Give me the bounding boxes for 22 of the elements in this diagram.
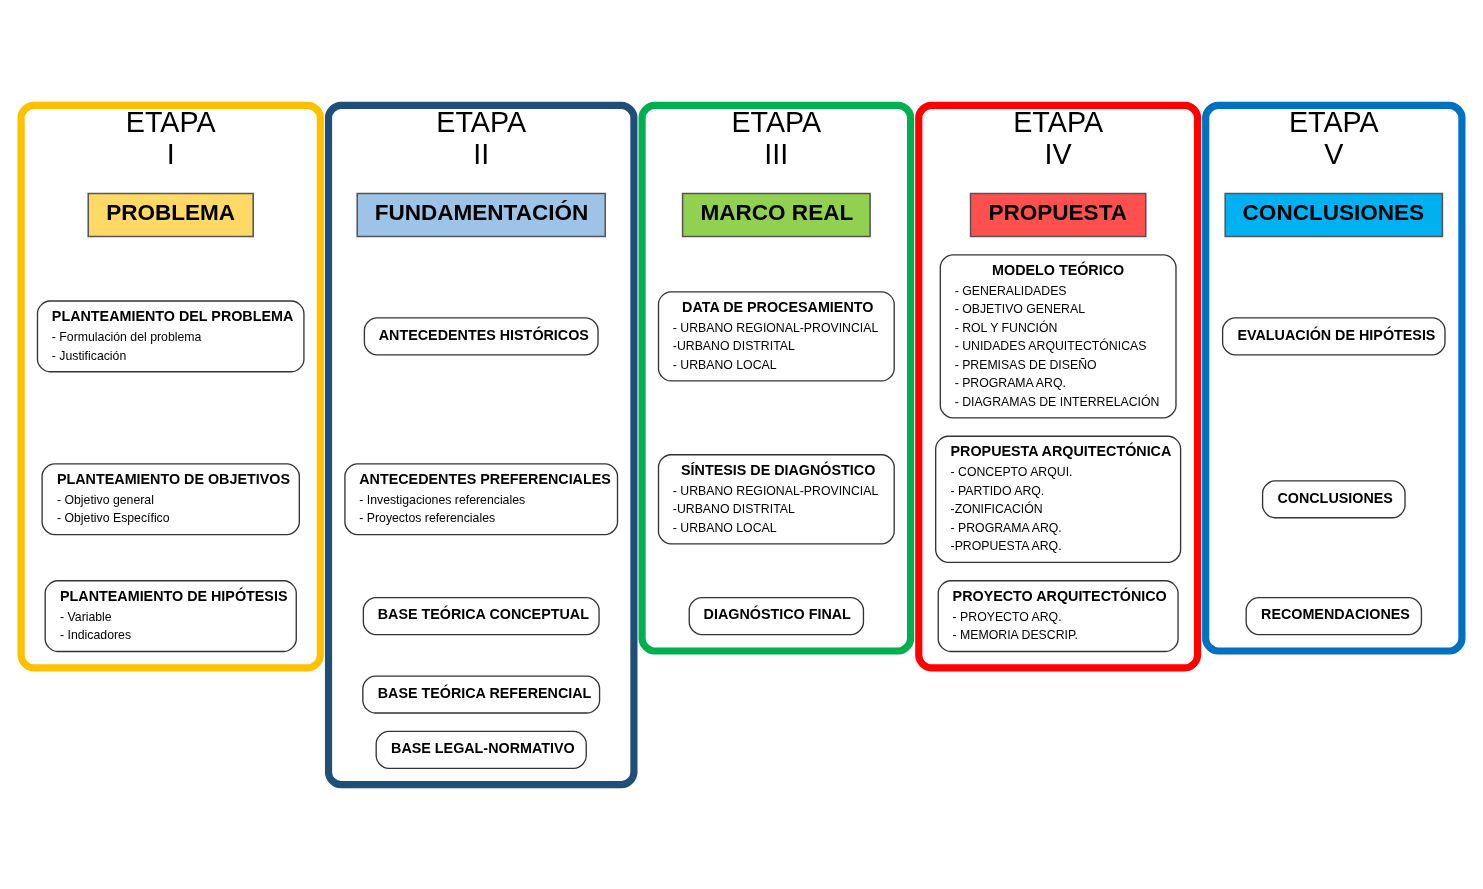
node-box: EVALUACIÓN DE HIPÓTESIS <box>1221 316 1446 355</box>
node-box: PROPUESTA ARQUITECTÓNICA - CONCEPTO ARQUI. - PARTIDO ARQ. -ZONIFICACIÓN - PROGRAMA ARQ. -PROPUESTA ARQ. <box>935 435 1182 563</box>
node-box: PLANTEAMIENTO DE HIPÓTESIS - Variable - Indicadores <box>44 579 297 652</box>
node-box: PROPUESTA <box>969 192 1147 237</box>
node-box: PROBLEMA <box>87 192 254 237</box>
node-box: FUNDAMENTACIÓN <box>356 192 606 237</box>
node-box: ANTECEDENTES HISTÓRICOS <box>363 316 599 355</box>
node-box: DIAGNÓSTICO FINAL <box>688 596 865 635</box>
node-box: PLANTEAMIENTO DE OBJETIVOS - Objetivo general - Objetivo Específico <box>41 462 300 535</box>
node-box: CONCLUSIONES <box>1261 479 1406 518</box>
node-box: CONCLUSIONES <box>1224 192 1444 237</box>
node-box: RECOMENDACIONES <box>1245 596 1423 635</box>
node-box: PROYECTO ARQUITECTÓNICO - PROYECTO ARQ. - MEMORIA DESCRIP. <box>937 579 1179 652</box>
node-box: ANTECEDENTES PREFERENCIALES - Investigaciones referenciales - Proyectos referenciales <box>344 462 619 535</box>
node-box: MODELO TEÓRICO - GENERALIDADES - OBJETIVO GENERAL - ROL Y FUNCIÓN - UNIDADES ARQUITECTÓNICAS - PREMISAS DE DISEÑO - PROGRAMA ARQ. - DIAGRAMAS DE INTERRELACIÓN <box>939 253 1177 418</box>
node-box: BASE TEÓRICA CONCEPTUAL <box>362 596 600 635</box>
node-box: BASE TEÓRICA REFERENCIAL <box>362 674 601 714</box>
node-box: SÍNTESIS DE DIAGNÓSTICO - URBANO REGIONAL-PROVINCIAL -URBANO DISTRITAL - URBANO LOCAL <box>657 453 895 545</box>
node-box: PLANTEAMIENTO DEL PROBLEMA - Formulación del problema - Justificación <box>36 299 305 372</box>
node-box: DATA DE PROCESAMIENTO - URBANO REGIONAL-PROVINCIAL -URBANO DISTRITAL - URBANO LOCAL <box>657 290 895 382</box>
node-box: BASE LEGAL-NORMATIVO <box>375 730 587 769</box>
node-box: MARCO REAL <box>681 192 871 237</box>
